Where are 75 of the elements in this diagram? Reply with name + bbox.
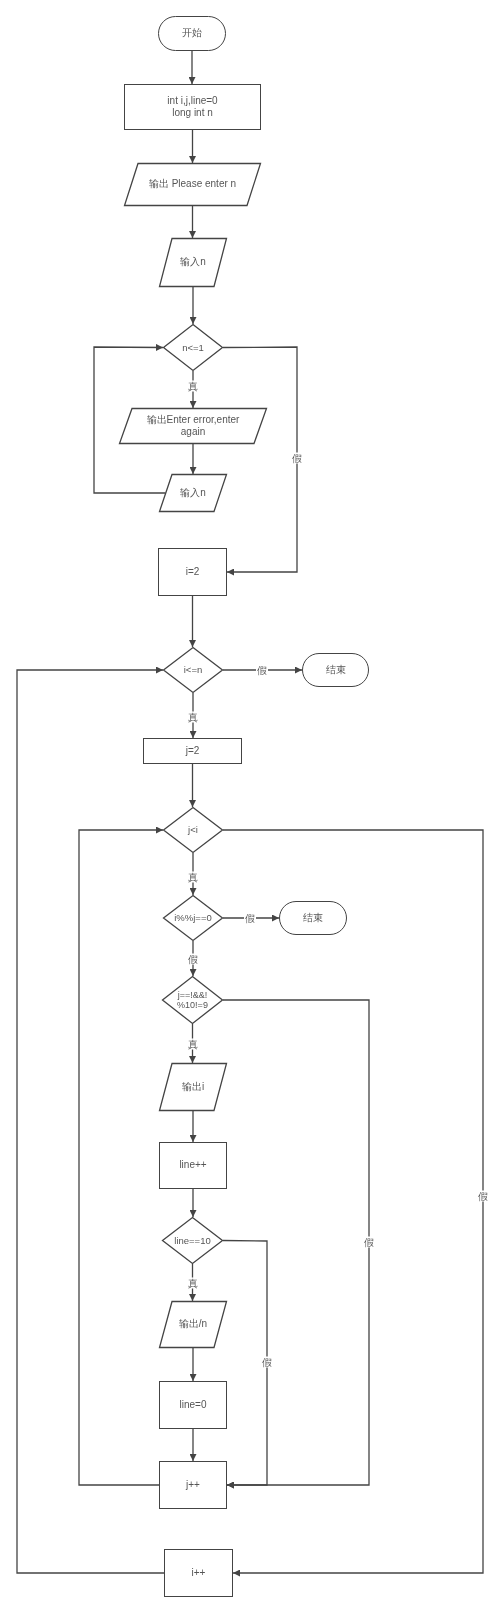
node-label: line=0 [179, 1398, 207, 1412]
decision-diamond [162, 976, 223, 1024]
terminal-shape [279, 901, 347, 935]
arrow [189, 286, 197, 325]
node-label: 输入n [180, 256, 206, 269]
arrow [189, 763, 196, 808]
node-label: long int n [172, 107, 213, 120]
node-label: int i,j,line=0 [167, 94, 218, 107]
process-box [159, 1461, 227, 1509]
edge-label: 假 [363, 1236, 375, 1248]
edge-label: 假 [477, 1190, 489, 1202]
node-label: 输出i [181, 1080, 205, 1094]
arrow [78, 826, 164, 1486]
node-label: i=2 [185, 565, 200, 579]
arrow [222, 666, 303, 674]
arrow [189, 129, 196, 164]
edge-label: 假 [291, 452, 303, 464]
node-label: 输出/n [178, 1318, 208, 1331]
node-label: line==10 [174, 1234, 211, 1247]
process-box [159, 1381, 227, 1429]
edge-label: 假 [256, 664, 268, 676]
arrow [188, 50, 196, 85]
arrow [222, 999, 370, 1489]
edge-label: 真 [187, 1277, 199, 1289]
node-label: 输出 Please enter n [148, 178, 237, 191]
arrow [16, 666, 165, 1574]
node-label: j=2 [185, 744, 200, 758]
decision-diamond [163, 895, 223, 941]
decision-diamond [163, 324, 223, 371]
edge-label: 假 [244, 912, 256, 924]
arrow [222, 829, 484, 1577]
node-label: i++ [191, 1566, 206, 1580]
arrow [189, 1347, 197, 1382]
edge-label: 真 [187, 1038, 199, 1050]
arrow [189, 205, 196, 239]
node-label: j++ [186, 1478, 200, 1492]
io-parallelogram [124, 163, 261, 206]
node-label: 开始 [182, 27, 202, 40]
io-parallelogram [119, 408, 267, 444]
process-box [124, 84, 261, 130]
process-box [159, 1142, 227, 1189]
arrow [93, 343, 167, 494]
node-label: j<i [188, 824, 198, 836]
terminal-shape [302, 653, 369, 687]
edge-label: 假 [261, 1356, 273, 1368]
edge-label: 真 [187, 711, 199, 723]
process-box [143, 738, 242, 764]
node-label: 结束 [325, 663, 346, 677]
io-parallelogram [159, 1301, 227, 1348]
edge-label: 真 [187, 380, 199, 392]
process-box [164, 1549, 233, 1597]
node-label: line++ [179, 1159, 207, 1172]
process-box [158, 548, 227, 596]
arrow [189, 595, 196, 648]
node-label: j==!&&!%10!=9 [176, 989, 209, 1011]
decision-diamond [163, 807, 223, 853]
node-label: 输入n [180, 486, 206, 500]
decision-diamond [163, 647, 223, 693]
edge-label: 真 [187, 871, 199, 883]
node-label: i<=n [183, 664, 203, 676]
decision-diamond [162, 1217, 223, 1264]
io-parallelogram [159, 474, 227, 512]
arrow [222, 346, 298, 576]
node-label: i%%j==0 [174, 912, 212, 924]
edge-label: 假 [187, 953, 199, 965]
arrow [189, 1428, 197, 1462]
node-label: 结束 [303, 911, 323, 925]
io-parallelogram [159, 238, 227, 287]
terminal-shape [158, 16, 226, 51]
node-label: 输出Enter error,enter again [145, 413, 241, 439]
arrow [189, 443, 197, 475]
arrow [189, 1188, 197, 1218]
io-parallelogram [159, 1063, 227, 1111]
node-label: n<=1 [182, 341, 204, 354]
arrow [189, 1110, 197, 1143]
